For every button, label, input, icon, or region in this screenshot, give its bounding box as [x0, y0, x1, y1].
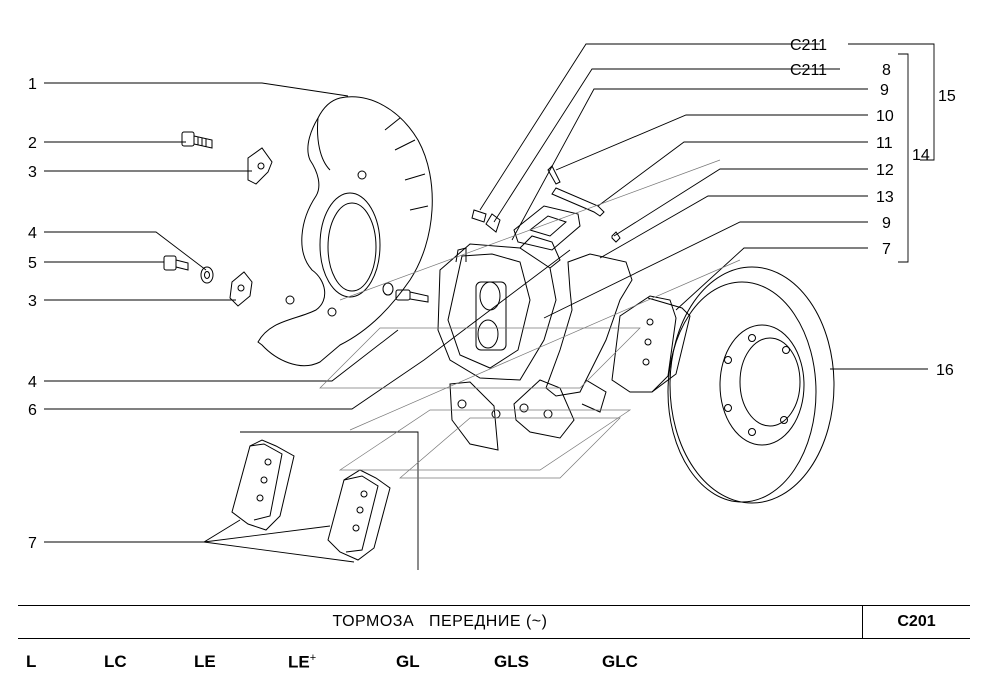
callout-4a: 4 — [28, 225, 37, 242]
variant-list: L LC LE LE+ GL GLS GLC — [0, 652, 991, 680]
lock-plate-part-3a — [247, 147, 273, 185]
variant-le-plus: LE+ — [288, 652, 316, 673]
variant-lc: LC — [104, 652, 127, 671]
brake-assembly-diagram: 1 2 3 4 5 3 4 6 7 C211 C211 8 9 10 11 12… — [28, 37, 956, 570]
callout-ref-c211-a: C211 — [790, 37, 827, 54]
variant-gls: GLS — [494, 652, 529, 671]
callout-9b: 9 — [882, 215, 891, 232]
callout-labels: 1 2 3 4 5 3 4 6 7 C211 C211 8 9 10 11 12… — [28, 37, 956, 552]
brake-pad-lower-right — [327, 469, 391, 561]
callout-15: 15 — [938, 88, 956, 105]
callout-3b: 3 — [28, 293, 37, 310]
splash-shield-part-1 — [257, 96, 433, 367]
spring-part-12 — [611, 231, 621, 243]
callout-4b: 4 — [28, 374, 37, 391]
callout-3a: 3 — [28, 164, 37, 181]
guide-pin-part-11 — [551, 187, 605, 217]
bolt-part-5 — [163, 255, 189, 271]
bolt-part-2 — [181, 131, 213, 149]
callout-1: 1 — [28, 76, 37, 93]
callout-7b: 7 — [882, 241, 891, 258]
callout-2: 2 — [28, 135, 37, 152]
axis-ghost-lines — [319, 159, 741, 479]
clip-part-10 — [547, 165, 561, 185]
callout-ref-c211-b: C211 — [790, 62, 827, 79]
callout-14: 14 — [912, 147, 930, 164]
variant-gl: GL — [396, 652, 420, 671]
bracket-part-9 — [513, 205, 581, 251]
lock-plate-part-3b — [229, 271, 253, 307]
variant-l: L — [26, 652, 37, 671]
title-block: ТОРМОЗА ПЕРЕДНИЕ (~) C201 — [18, 605, 970, 639]
callout-7a: 7 — [28, 535, 37, 552]
callout-10: 10 — [876, 108, 894, 125]
brake-disc-part-16 — [667, 266, 835, 504]
caliper-body — [437, 235, 561, 381]
brake-pad-lower-left — [231, 439, 295, 531]
callout-12: 12 — [876, 162, 894, 179]
variant-le-plus-label: LE — [288, 652, 310, 672]
callout-5: 5 — [28, 255, 37, 272]
diagram-code: C201 — [862, 606, 970, 638]
callout-13: 13 — [876, 189, 894, 206]
callout-8: 8 — [882, 62, 891, 79]
caliper-bolt — [382, 282, 429, 303]
bleed-screw-part-8 — [471, 209, 501, 233]
callout-16: 16 — [936, 362, 954, 379]
diagram-title: ТОРМОЗА ПЕРЕДНИЕ (~) — [332, 613, 548, 630]
variant-le: LE — [194, 652, 216, 671]
callout-9a: 9 — [880, 82, 889, 99]
washer-part-4 — [200, 266, 214, 284]
variant-glc: GLC — [602, 652, 638, 671]
callout-11: 11 — [876, 135, 893, 152]
variant-le-plus-sup: + — [309, 652, 317, 664]
leader-lines — [44, 43, 935, 570]
callout-6: 6 — [28, 402, 37, 419]
